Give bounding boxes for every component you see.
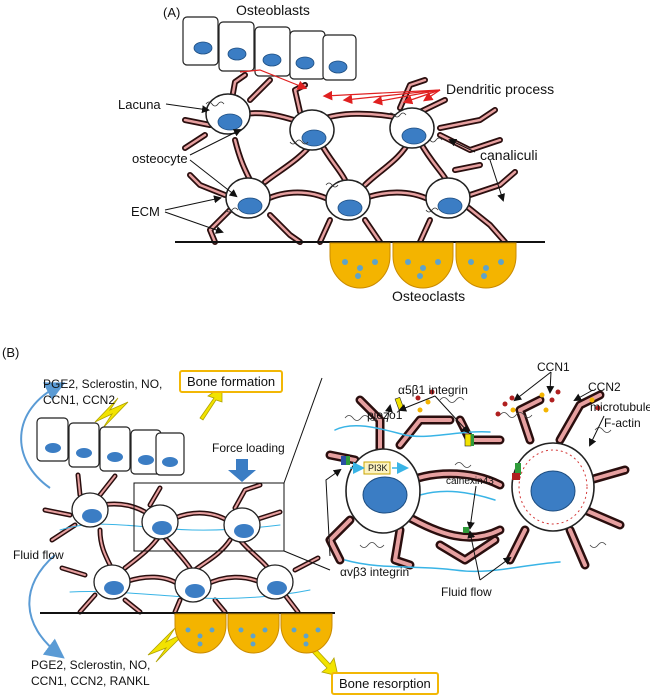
dendrite-network-a [182, 72, 518, 245]
avb3-integrin-label: αvβ3 integrin [340, 565, 410, 579]
panel-b-tag: (B) [2, 345, 20, 360]
yellow-arrow-resorption [311, 647, 339, 677]
panel-b-left [20, 377, 339, 677]
force-loading-arrow [228, 459, 256, 482]
osteoclast-nuclei-a [342, 259, 504, 279]
osteoclasts-label: Osteoclasts [392, 288, 466, 304]
osteoclasts-b [174, 613, 333, 654]
fluid-flow-left-label: Fluid flow [13, 548, 64, 562]
piezo1-label: piezo1 [367, 408, 403, 422]
ecm-fibres-zoom [344, 397, 612, 548]
lightning-top-icon [94, 397, 129, 429]
microtubule-label: microtubule [590, 400, 650, 414]
signals-top-line1: PGE2, Sclerostin, NO, [43, 377, 163, 391]
yellow-arrow-formation [199, 385, 223, 421]
dendritic-process-label: Dendritic process [446, 81, 555, 97]
canaliculi-label: canaliculi [480, 147, 538, 163]
label-pointers-b [325, 371, 605, 581]
fluid-flow-right-label: Fluid flow [441, 585, 492, 599]
bone-formation-box: Bone formation [179, 370, 284, 393]
osteocyte-cells-a [205, 93, 471, 221]
factin-label: F-actin [604, 416, 641, 430]
ccn2-label: CCN2 [588, 380, 621, 394]
osteocyte-label: osteocyte [132, 151, 188, 166]
osteoblast-row-b [36, 417, 185, 476]
zoom-line-top [283, 377, 323, 484]
panel-a [164, 16, 545, 289]
pi3k-label: PI3K [368, 463, 388, 473]
dendritic-process-arrows [239, 69, 441, 106]
lacuna-label: Lacuna [118, 97, 161, 112]
ccn1-label: CCN1 [537, 360, 570, 374]
protein-markers [341, 396, 521, 533]
curved-arrow-down [28, 554, 65, 659]
bone-resorption-box: Bone resorption [331, 672, 439, 695]
signals-bottom-line1: PGE2, Sclerostin, NO, [31, 658, 151, 672]
zoom-box [133, 482, 285, 552]
osteocyte-cells-b [71, 492, 294, 603]
zoom-line-bottom [283, 550, 331, 571]
panel-b-right [325, 371, 630, 581]
force-loading-label: Force loading [212, 441, 285, 455]
osteocyte-zoom-right [511, 442, 595, 532]
osteoblasts-label: Osteoblasts [236, 2, 310, 18]
osteoblast-nuclei-a [193, 41, 348, 74]
label-pointers-a [164, 103, 505, 234]
signals-bottom-line2: CCN1, CCN2, RANKL [31, 674, 150, 688]
signals-top-line2: CCN1, CCN2 [43, 393, 116, 407]
ecm-label: ECM [131, 204, 160, 219]
a5b1-integrin-label: α5β1 integrin [398, 383, 468, 397]
panel-a-tag: (A) [163, 5, 181, 20]
ccn-dots [415, 389, 601, 417]
osteoblast-nuclei-b [45, 443, 178, 467]
curved-arrow-up [20, 382, 66, 489]
calnexin43-label: calnexin43 [446, 476, 494, 487]
osteoclast-nuclei-b [185, 627, 321, 647]
